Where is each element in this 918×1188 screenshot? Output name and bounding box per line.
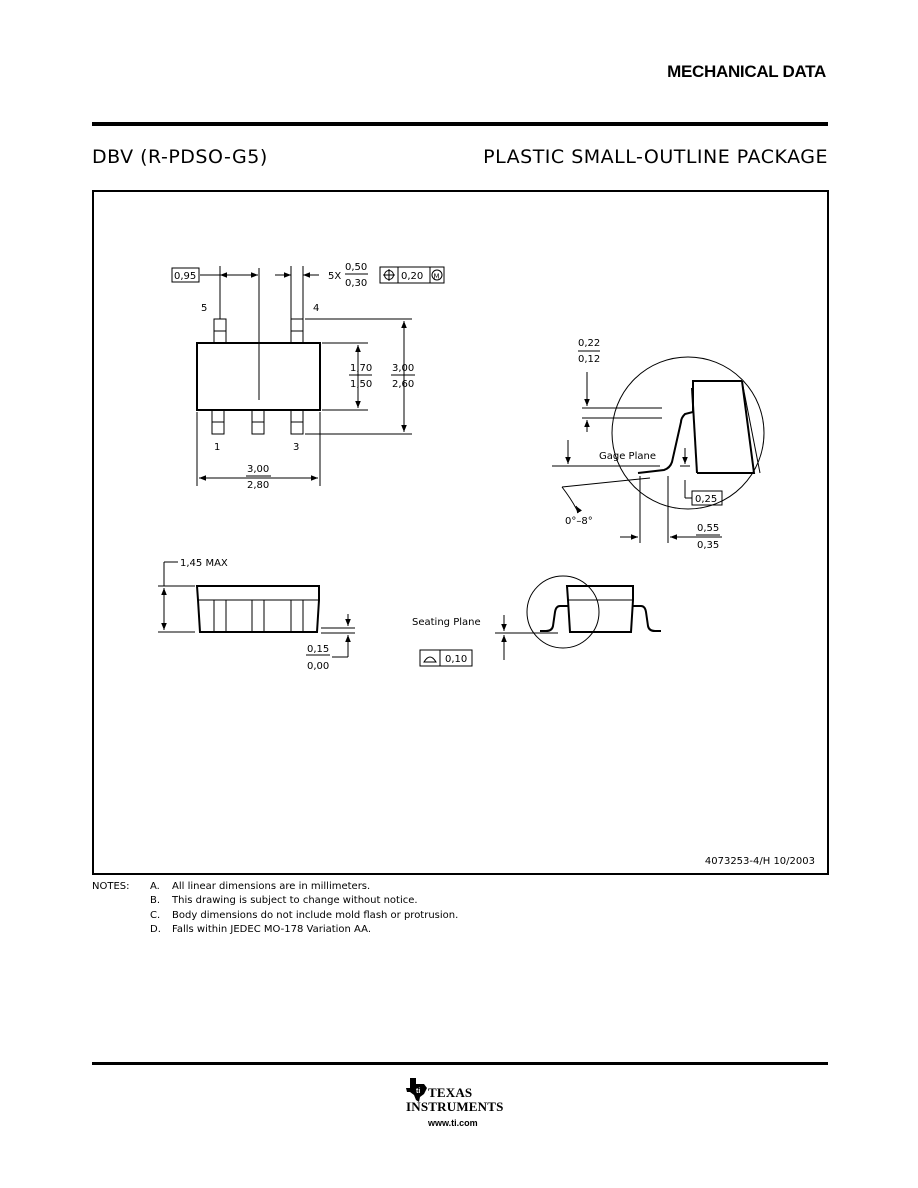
top-view bbox=[171, 266, 445, 486]
note-text: Body dimensions do not include mold flas… bbox=[172, 909, 459, 921]
note-text: This drawing is subject to change withou… bbox=[172, 895, 418, 907]
bottom-rule bbox=[92, 1062, 828, 1065]
seating-plane-labels: Seating Plane 0,10 bbox=[412, 617, 481, 665]
ti-logo: ti TEXAS INSTRUMENTS www.ti.com bbox=[406, 1078, 518, 1134]
package-code: DBV (R-PDSO-G5) bbox=[92, 146, 268, 168]
pin-label-1: 1 bbox=[214, 442, 220, 453]
note-key: A. bbox=[150, 881, 160, 892]
overall-width-max: 3,00 bbox=[392, 363, 414, 374]
lead-count-label: 5X bbox=[328, 271, 341, 282]
brand-line2: INSTRUMENTS bbox=[406, 1099, 504, 1114]
note-text: All linear dimensions are in millimeters… bbox=[172, 881, 371, 892]
top-view-labels: 0,95 5X 0,50 0,30 0,20 M 5 4 1 3 1,70 1,… bbox=[174, 262, 440, 491]
side-view bbox=[158, 561, 355, 658]
gage-height-label: 0,25 bbox=[695, 494, 717, 505]
seating-plane-label: Seating Plane bbox=[412, 617, 481, 628]
mmc-circle-icon bbox=[431, 269, 443, 281]
note-key: C. bbox=[150, 909, 161, 921]
gage-plane-label: Gage Plane bbox=[599, 451, 656, 462]
coplanarity-icon bbox=[423, 656, 437, 663]
lead-detail-labels: 0,22 0,12 Gage Plane 0,25 0°–8° 0,55 0,3… bbox=[565, 338, 719, 551]
side-view-labels: 1,45 MAX 0,15 0,00 bbox=[180, 558, 329, 672]
pitch-label: 0,95 bbox=[174, 271, 196, 282]
standoff-max: 0,15 bbox=[307, 644, 329, 655]
foot-length-max: 0,55 bbox=[697, 523, 719, 534]
body-width-min: 1,50 bbox=[350, 379, 372, 390]
note-key: B. bbox=[150, 895, 161, 907]
lead-angle-label: 0°–8° bbox=[565, 516, 593, 527]
notes-label: NOTES: bbox=[92, 881, 130, 892]
note-key: D. bbox=[150, 924, 161, 936]
seating-plane-view bbox=[419, 575, 661, 667]
tolerance-value: 0,20 bbox=[401, 271, 423, 282]
standoff-min: 0,00 bbox=[307, 661, 329, 672]
foot-length-min: 0,35 bbox=[697, 540, 719, 551]
body-length-min: 2,80 bbox=[247, 480, 269, 491]
package-name: PLASTIC SMALL-OUTLINE PACKAGE bbox=[483, 146, 828, 168]
body-length-max: 3,00 bbox=[247, 464, 269, 475]
height-max-label: 1,45 MAX bbox=[180, 558, 228, 569]
detail-circle bbox=[611, 356, 765, 510]
lead-width-max: 0,50 bbox=[345, 262, 367, 273]
lead-width-min: 0,30 bbox=[345, 278, 367, 289]
pin-label-3: 3 bbox=[293, 442, 299, 453]
svg-text:ti: ti bbox=[416, 1088, 420, 1095]
pin-label-4: 4 bbox=[313, 303, 319, 314]
section-title: MECHANICAL DATA bbox=[667, 62, 826, 81]
mmc-label: M bbox=[434, 273, 440, 281]
note-text: Falls within JEDEC MO-178 Variation AA. bbox=[172, 924, 372, 936]
texas-state-icon: ti bbox=[406, 1078, 427, 1102]
detail-callout-circle bbox=[526, 575, 600, 649]
lead-thickness-max: 0,22 bbox=[578, 338, 600, 349]
top-rule bbox=[92, 122, 828, 126]
package-body-side bbox=[195, 585, 320, 633]
website-link[interactable]: www.ti.com bbox=[428, 1118, 478, 1128]
lead-detail-view bbox=[552, 350, 765, 543]
drawing-frame bbox=[92, 190, 829, 875]
overall-width-min: 2,60 bbox=[392, 379, 414, 390]
pin-label-5: 5 bbox=[201, 303, 207, 314]
body-width-max: 1,70 bbox=[350, 363, 372, 374]
drawing-number: 4073253-4/H 10/2003 bbox=[705, 856, 815, 867]
lead-thickness-min: 0,12 bbox=[578, 354, 600, 365]
coplanarity-value: 0,10 bbox=[445, 654, 467, 665]
brand-line1: TEXAS bbox=[428, 1085, 473, 1100]
